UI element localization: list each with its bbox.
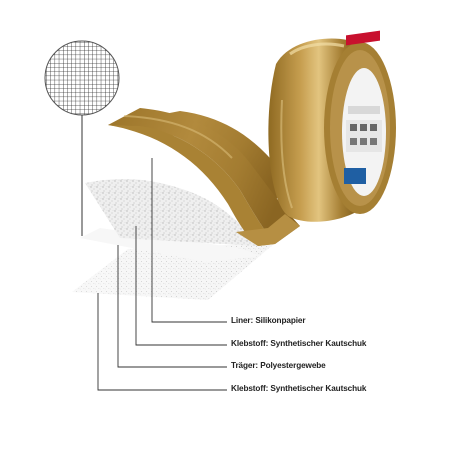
liner-layer xyxy=(108,108,300,246)
label-carrier: Träger: Polyestergewebe xyxy=(231,361,326,370)
core-print-band xyxy=(344,30,382,184)
label-liner: Liner: Silikonpapier xyxy=(231,316,306,325)
leader-adhesive-bottom xyxy=(97,293,227,391)
leader-adhesive-top xyxy=(135,226,227,346)
label-adhesive-top: Klebstoff: Synthetischer Kautschuk xyxy=(231,339,367,348)
leader-carrier xyxy=(117,245,227,368)
mesh-magnifier-icon xyxy=(44,40,120,236)
tape-roll-illustration xyxy=(268,30,396,222)
leader-lines xyxy=(97,158,227,391)
label-adhesive-bottom: Klebstoff: Synthetischer Kautschuk xyxy=(231,384,367,393)
carrier-fabric-layer xyxy=(80,178,262,262)
leader-liner xyxy=(151,158,227,323)
